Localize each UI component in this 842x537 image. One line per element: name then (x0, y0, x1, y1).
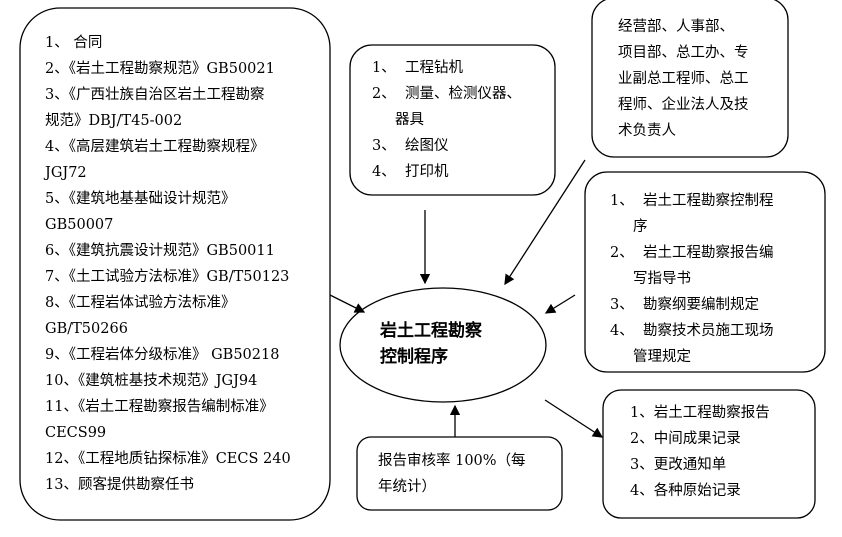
outputs-box-frame (602, 389, 816, 519)
arrow-standards (329, 294, 366, 313)
center-title: 岩土工程勘察 控制程序 (380, 318, 482, 370)
procedures-line: 3、 勘察纲要编制规定 (610, 297, 759, 313)
departments-line: 程师、企业法人及技 (618, 97, 749, 113)
equipment-line: 3、 绘图仪 (372, 138, 449, 154)
departments-line: 业副总工程师、总工 (618, 71, 749, 87)
departments-box: 经营部、人事部、 项目部、总工办、专 业副总工程师、总工 程师、企业法人及技 术… (618, 14, 749, 144)
standards-line: 8、《工程岩体试验方法标准》 (45, 295, 236, 311)
procedures-box: 1、 岩土工程勘察控制程 序 2、 岩土工程勘察报告编 写指导书 3、 勘察纲要… (610, 188, 773, 370)
outputs-line: 1、岩土工程勘察报告 (630, 405, 770, 421)
equipment-box-frame (349, 44, 556, 196)
metric-line: 年统计） (378, 479, 436, 495)
standards-line: 7、《土工试验方法标准》GB/T50123 (45, 269, 290, 285)
departments-line: 项目部、总工办、专 (618, 45, 749, 61)
standards-line: CECS99 (45, 425, 107, 441)
standards-line: 12、《工程地质钻探标准》CECS 240 (45, 451, 291, 467)
standards-line: 5、《建筑地基基础设计规范》 (45, 191, 236, 207)
standards-line: 3、《广西壮族自治区岩土工程勘察 (45, 87, 265, 103)
outputs-box: 1、岩土工程勘察报告 2、中间成果记录 3、更改通知单 4、各种原始记录 (630, 400, 770, 504)
standards-box-frame (19, 7, 331, 521)
departments-line: 经营部、人事部、 (618, 19, 734, 35)
center-ellipse (339, 287, 547, 403)
procedures-line: 2、 岩土工程勘察报告编 (610, 245, 774, 261)
metric-box-frame (356, 436, 563, 511)
standards-line: 10、《建筑桩基技术规范》JGJ94 (45, 373, 258, 389)
equipment-line: 4、 打印机 (372, 164, 449, 180)
arrow-departments (504, 159, 586, 286)
departments-line: 术负责人 (618, 123, 676, 139)
outputs-line: 2、中间成果记录 (630, 431, 741, 447)
equipment-line: 2、 测量、检测仪器、 (372, 86, 521, 102)
procedures-line: 写指导书 (610, 271, 692, 287)
standards-line: 6、《建筑抗震设计规范》GB50011 (45, 243, 275, 259)
arrow-outputs (544, 399, 604, 438)
standards-line: GB50007 (45, 217, 114, 233)
standards-line: 9、《工程岩体分级标准》 GB50218 (45, 347, 280, 363)
standards-line: GB/T50266 (45, 321, 128, 337)
metric-box: 报告审核率 100%（每 年统计） (378, 448, 526, 500)
standards-line: 11、《岩土工程勘察报告编制标准》 (45, 399, 274, 415)
procedures-line: 管理规定 (610, 349, 692, 365)
equipment-line: 器具 (372, 112, 425, 128)
center-line: 岩土工程勘察 (380, 321, 482, 341)
procedures-line: 4、 勘察技术员施工现场 (610, 323, 774, 339)
standards-line: 2、《岩土工程勘察规范》GB50021 (45, 61, 275, 77)
standards-line: JGJ72 (45, 165, 87, 181)
outputs-line: 4、各种原始记录 (630, 483, 741, 499)
outputs-line: 3、更改通知单 (630, 457, 727, 473)
procedures-line: 1、 岩土工程勘察控制程 (610, 193, 774, 209)
metric-line: 报告审核率 100%（每 (378, 453, 526, 469)
standards-line: 13、顾客提供勘察任书 (45, 477, 194, 493)
standards-line: 规范》DBJ/T45-002 (45, 113, 183, 129)
procedures-box-frame (584, 171, 826, 373)
standards-box: 1、 合同 2、《岩土工程勘察规范》GB50021 3、《广西壮族自治区岩土工程… (45, 30, 291, 498)
standards-line: 4、《高层建筑岩土工程勘察规程》 (45, 139, 265, 155)
standards-line: 1、 合同 (45, 35, 103, 51)
arrow-procedures (544, 294, 576, 314)
equipment-line: 1、 工程钻机 (372, 60, 463, 76)
procedures-line: 序 (610, 219, 648, 235)
center-line: 控制程序 (380, 347, 448, 367)
departments-box-frame (591, 0, 789, 158)
equipment-box: 1、 工程钻机 2、 测量、检测仪器、 器具 3、 绘图仪 4、 打印机 (372, 55, 521, 185)
